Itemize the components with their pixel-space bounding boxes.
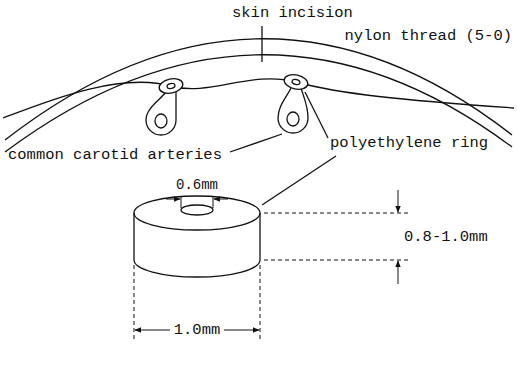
dimension-label: 0.8-1.0mm	[404, 228, 488, 246]
dim-tick	[213, 196, 214, 208]
artery-right-lumen	[287, 112, 299, 126]
cylinder-top	[134, 196, 260, 230]
ring-right	[283, 73, 309, 92]
artery-right	[278, 88, 308, 133]
artery-left-lumen	[155, 114, 167, 128]
dim-arrow	[398, 261, 399, 284]
dimension-label: 1.0mm	[172, 321, 223, 339]
artery-left	[146, 92, 176, 135]
artery-label: common carotid arteries	[8, 146, 222, 164]
thread-label: nylon thread (5-0)	[345, 27, 512, 45]
incision-line	[261, 26, 262, 62]
dim-arrow	[224, 330, 259, 331]
cylinder-hole	[181, 205, 213, 215]
dim-tick	[181, 196, 182, 208]
dim-arrow	[214, 199, 228, 200]
dim-extension	[260, 265, 261, 340]
dim-extension	[264, 260, 410, 261]
cylinder-bottom	[134, 260, 260, 277]
cylinder-side	[259, 213, 260, 260]
skin-inner	[5, 55, 512, 152]
ring-left-hole	[167, 83, 176, 90]
cylinder-side	[133, 213, 134, 260]
ring-label: polyethylene ring	[330, 134, 488, 152]
ring-right-hole	[292, 79, 301, 86]
dim-arrow	[166, 199, 180, 200]
dim-arrow	[398, 190, 399, 212]
incision-label: skin incision	[232, 4, 353, 22]
dim-arrow	[135, 330, 170, 331]
artery-leader	[230, 134, 282, 152]
dim-extension	[264, 213, 410, 214]
dim-extension	[134, 265, 135, 340]
dimension-label: 0.6mm	[176, 176, 218, 194]
ring-left	[158, 77, 184, 96]
nylon-thread	[3, 79, 514, 118]
skin-outer	[5, 39, 512, 140]
ring-leader	[305, 92, 328, 138]
cylinder-leader	[262, 156, 336, 205]
